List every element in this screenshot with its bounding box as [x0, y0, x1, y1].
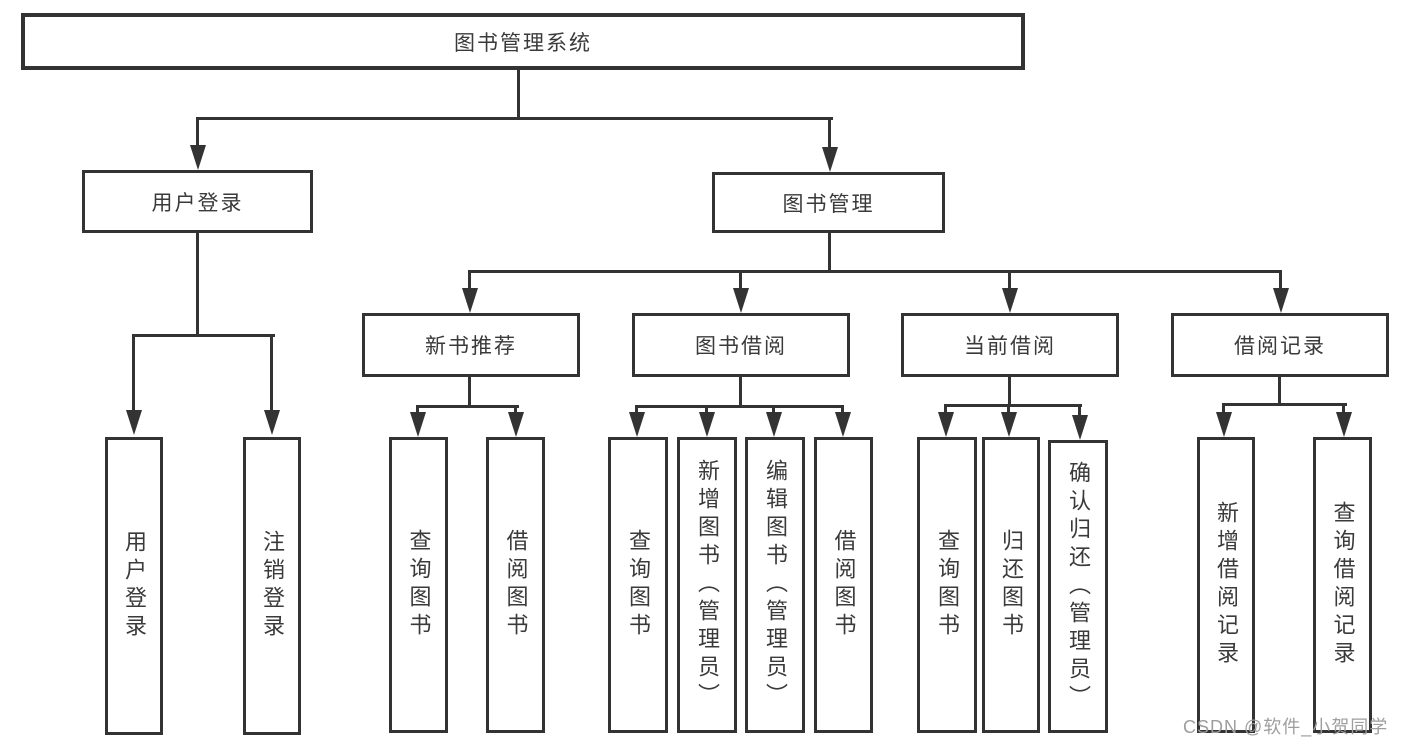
arrow-down-icon: [938, 412, 954, 437]
arrow-down-icon: [733, 288, 749, 313]
arrow-down-icon: [190, 145, 206, 170]
node-book-management: 图书管理: [712, 172, 945, 233]
leaf-newbook-borrow-label: 借阅图书: [503, 529, 529, 641]
connector-vline: [517, 70, 520, 117]
connector-vline: [468, 270, 471, 288]
connector-vline: [828, 233, 831, 273]
leaf-borrow-borrow-label: 借阅图书: [831, 529, 857, 641]
leaf-borrow-edit-admin-label: 编辑图书（管理员）: [763, 459, 788, 711]
connector-hline: [468, 270, 1282, 273]
connector-vline: [1078, 404, 1081, 415]
leaf-borrow-add-admin: 新增图书（管理员）: [677, 437, 737, 733]
connector-vline: [1007, 404, 1010, 412]
arrow-down-icon: [264, 410, 280, 435]
connector-vline: [1342, 403, 1345, 412]
arrow-down-icon: [1336, 412, 1352, 437]
connector-vline: [944, 404, 947, 412]
leaf-current-confirm-admin-label: 确认归还（管理员）: [1066, 460, 1091, 713]
node-root-label: 图书管理系统: [454, 31, 592, 55]
connector-vline: [1279, 270, 1282, 288]
csdn-watermark: CSDN @软件_小贺同学: [1183, 717, 1389, 737]
connector-vline: [514, 405, 517, 412]
arrow-down-icon: [766, 412, 782, 437]
leaf-newbook-query: 查询图书: [389, 437, 448, 733]
arrow-down-icon: [822, 147, 838, 172]
leaf-records-add: 新增借阅记录: [1197, 437, 1255, 733]
connector-vline: [635, 405, 638, 412]
connector-vline: [739, 270, 742, 288]
arrow-down-icon: [1001, 412, 1017, 437]
leaf-newbook-borrow: 借阅图书: [486, 437, 545, 733]
leaf-user-login: 用户登录: [105, 437, 163, 735]
connector-vline: [132, 334, 135, 410]
leaf-borrow-borrow: 借阅图书: [814, 437, 873, 733]
arrow-down-icon: [1002, 288, 1018, 313]
leaf-current-return: 归还图书: [982, 437, 1040, 733]
node-borrow-records: 借阅记录: [1171, 313, 1389, 377]
node-root: 图书管理系统: [21, 13, 1025, 70]
connector-vline: [1008, 270, 1011, 288]
connector-vline: [828, 117, 831, 147]
connector-vline: [416, 405, 419, 412]
leaf-records-query: 查询借阅记录: [1313, 437, 1372, 733]
node-user-login: 用户登录: [82, 170, 313, 233]
leaf-current-query-label: 查询图书: [935, 529, 960, 641]
connector-vline: [196, 233, 199, 337]
arrow-down-icon: [126, 410, 142, 435]
node-book-management-label: 图书管理: [782, 192, 875, 216]
arrow-down-icon: [410, 412, 426, 437]
connector-hline: [1222, 403, 1347, 406]
connector-vline: [1222, 403, 1225, 412]
node-book-borrow-label: 图书借阅: [695, 335, 787, 358]
node-current-borrow: 当前借阅: [901, 313, 1119, 377]
connector-hline: [635, 405, 844, 408]
leaf-borrow-edit-admin: 编辑图书（管理员）: [745, 437, 805, 733]
connector-vline: [1008, 377, 1011, 407]
leaf-records-query-label: 查询借阅记录: [1330, 501, 1356, 669]
leaf-borrow-query: 查询图书: [608, 437, 668, 733]
arrow-down-icon: [1072, 415, 1088, 440]
node-new-book-recommend: 新书推荐: [362, 313, 580, 377]
connector-vline: [270, 334, 273, 410]
leaf-newbook-query-label: 查询图书: [406, 529, 432, 641]
node-new-book-recommend-label: 新书推荐: [425, 335, 517, 358]
node-book-borrow: 图书借阅: [632, 313, 850, 377]
arrow-down-icon: [1216, 412, 1232, 437]
connector-hline: [416, 405, 519, 408]
leaf-records-add-label: 新增借阅记录: [1214, 501, 1239, 669]
connector-vline: [705, 405, 708, 412]
connector-vline: [196, 117, 199, 145]
leaf-logout-label: 注销登录: [260, 530, 285, 642]
arrow-down-icon: [462, 288, 478, 313]
arrow-down-icon: [1273, 288, 1289, 313]
connector-vline: [468, 377, 471, 408]
node-borrow-records-label: 借阅记录: [1234, 335, 1326, 358]
leaf-current-confirm-admin: 确认归还（管理员）: [1048, 440, 1108, 733]
leaf-user-login-label: 用户登录: [122, 530, 147, 642]
leaf-current-return-label: 归还图书: [999, 529, 1024, 641]
connector-hline: [196, 117, 833, 120]
arrow-down-icon: [835, 412, 851, 437]
arrow-down-icon: [699, 412, 715, 437]
connector-vline: [1278, 377, 1281, 406]
connector-hline: [132, 334, 275, 337]
connector-vline: [772, 405, 775, 412]
node-current-borrow-label: 当前借阅: [964, 335, 1056, 358]
leaf-borrow-add-admin-label: 新增图书（管理员）: [695, 459, 720, 711]
connector-hline: [944, 404, 1082, 407]
arrow-down-icon: [629, 412, 645, 437]
arrow-down-icon: [508, 412, 524, 437]
leaf-logout: 注销登录: [243, 437, 301, 735]
leaf-borrow-query-label: 查询图书: [626, 529, 651, 641]
node-user-login-label: 用户登录: [151, 191, 244, 215]
connector-vline: [739, 377, 742, 408]
leaf-current-query: 查询图书: [917, 437, 977, 733]
connector-vline: [841, 405, 844, 412]
